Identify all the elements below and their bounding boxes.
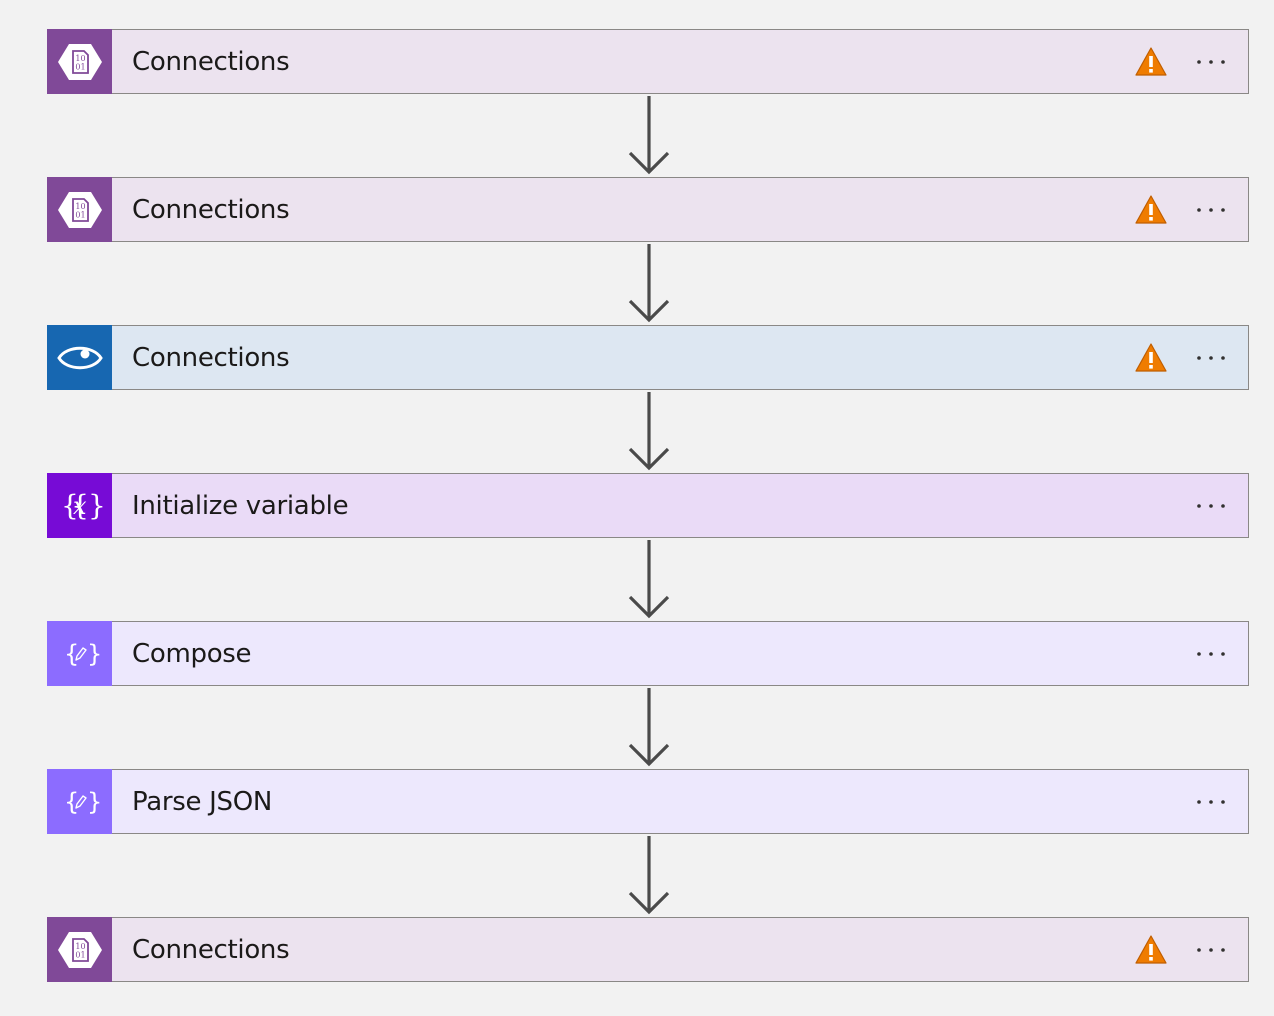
more-options-icon[interactable] [1192,344,1230,372]
arrow-down-icon [628,244,670,323]
svg-text:{: { [71,489,89,522]
warning-icon[interactable] [1134,46,1168,78]
more-options-icon[interactable] [1192,48,1230,76]
step-title: Initialize variable [132,490,349,521]
flow-step-connections-1[interactable]: 10 01 Connections [47,29,1249,94]
step-title: Parse JSON [132,786,273,817]
flow-step-connections-2[interactable]: 10 01 Connections [47,177,1249,242]
vision-eye-icon [47,325,112,390]
blob-storage-icon: 10 01 [47,917,112,982]
svg-text:01: 01 [75,950,85,959]
warning-icon[interactable] [1134,934,1168,966]
step-title: Connections [132,934,290,965]
step-title: Connections [132,46,290,77]
more-options-icon[interactable] [1192,936,1230,964]
arrow-down-icon [628,392,670,471]
arrow-down-icon [628,688,670,767]
svg-text:}: } [87,788,100,816]
svg-text:}: } [88,489,105,522]
warning-icon[interactable] [1134,194,1168,226]
flow-step-parse-json[interactable]: { } Parse JSON [47,769,1249,834]
svg-text:}: } [87,640,100,668]
blob-storage-icon: 10 01 [47,29,112,94]
svg-text:{: { [64,640,79,668]
svg-text:01: 01 [75,210,85,219]
svg-text:x: x [73,492,87,520]
svg-text:{: { [64,788,79,816]
flow-step-compose[interactable]: { } Compose [47,621,1249,686]
parse-json-icon: { } [47,769,112,834]
step-title: Connections [132,194,290,225]
svg-text:10: 10 [75,202,85,211]
flow-step-connections-3[interactable]: Connections [47,325,1249,390]
blob-storage-icon: 10 01 [47,177,112,242]
step-title: Compose [132,638,252,669]
more-options-icon[interactable] [1192,492,1230,520]
step-title: Connections [132,342,290,373]
more-options-icon[interactable] [1192,196,1230,224]
more-options-icon[interactable] [1192,788,1230,816]
arrow-down-icon [628,96,670,175]
arrow-down-icon [628,540,670,619]
svg-text:01: 01 [75,62,85,71]
warning-icon[interactable] [1134,342,1168,374]
flow-step-initialize-variable[interactable]: { { x } Initialize variable [47,473,1249,538]
svg-text:10: 10 [75,54,85,63]
svg-text:10: 10 [75,942,85,951]
svg-text:{: { [61,489,79,522]
compose-icon: { } [47,621,112,686]
variable-icon: { { x } [47,473,112,538]
flow-step-connections-4[interactable]: 10 01 Connections [47,917,1249,982]
more-options-icon[interactable] [1192,640,1230,668]
arrow-down-icon [628,836,670,915]
